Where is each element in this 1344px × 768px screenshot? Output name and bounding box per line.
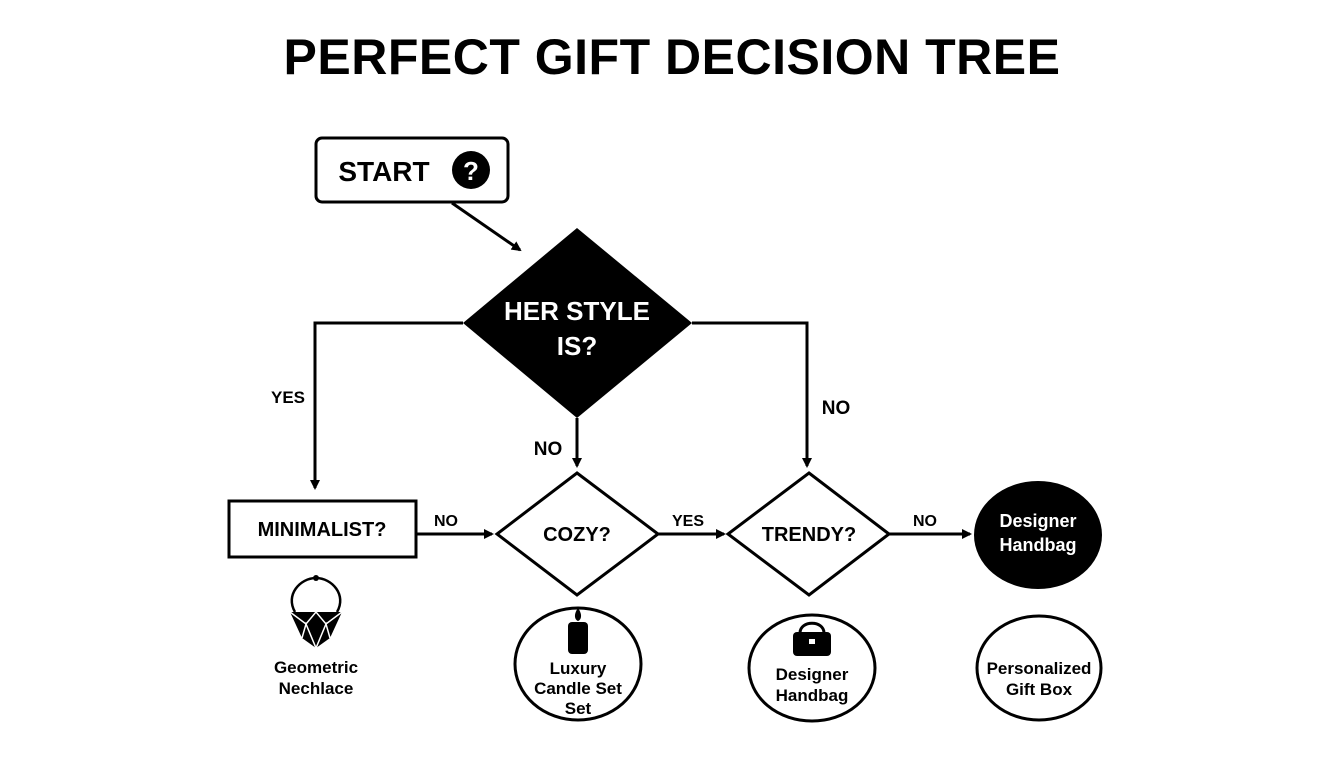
start-label: START: [338, 156, 429, 187]
necklace-label-line1: Geometric: [274, 658, 358, 677]
minimalist-node: MINIMALIST?: [227, 499, 418, 559]
candle-label-line3: Set: [565, 699, 592, 718]
giftbox-label-line2: Gift Box: [1006, 680, 1073, 699]
style-label-line2: IS?: [557, 331, 597, 361]
giftbox-label-line1: Personalized: [987, 659, 1092, 678]
edge-label-yes-cozy-trendy: YES: [672, 513, 704, 530]
style-label-line1: HER STYLE: [504, 296, 650, 326]
edge-label-no-trendy-handbag: NO: [913, 513, 937, 530]
candle-label-line2: Candle Set: [534, 679, 622, 698]
necklace-label-line2: Nechlace: [279, 679, 354, 698]
edge-style-trendy: [692, 321, 812, 468]
trendy-node: TRENDY?: [725, 471, 892, 597]
candle-icon: [568, 608, 588, 654]
trendy-label: TRENDY?: [762, 524, 856, 546]
cozy-label: COZY?: [543, 524, 611, 546]
handbag-terminal-line1: Designer: [999, 511, 1076, 531]
edge-label-yes-left: YES: [271, 388, 305, 407]
handbag-icon: [793, 621, 831, 656]
edge-start-style: [451, 201, 522, 252]
style-decision-node: HER STYLE IS?: [463, 228, 692, 418]
edge-label-no-center: NO: [534, 439, 563, 460]
edge-style-minimalist: [310, 321, 463, 490]
minimalist-label: MINIMALIST?: [258, 519, 387, 541]
question-icon: ?: [452, 151, 490, 189]
handbag-terminal-line2: Handbag: [999, 535, 1076, 555]
handbag-result-line1: Designer: [776, 665, 849, 684]
cozy-node: COZY?: [494, 471, 661, 597]
svg-text:?: ?: [463, 156, 479, 186]
edge-label-no-min-cozy: NO: [434, 513, 458, 530]
result-necklace: Geometric Nechlace: [274, 575, 358, 698]
candle-label-line1: Luxury: [550, 659, 607, 678]
result-giftbox: Personalized Gift Box: [975, 614, 1103, 722]
handbag-result-line2: Handbag: [776, 686, 849, 705]
result-candle: Luxury Candle Set Set: [513, 606, 643, 722]
start-node: START ?: [314, 136, 510, 204]
result-handbag: Designer Handbag: [747, 613, 877, 723]
necklace-icon: [289, 575, 343, 650]
diagram-title: PERFECT GIFT DECISION TREE: [283, 29, 1061, 85]
edge-label-no-right: NO: [822, 398, 851, 419]
handbag-terminal-node: Designer Handbag: [974, 481, 1102, 589]
